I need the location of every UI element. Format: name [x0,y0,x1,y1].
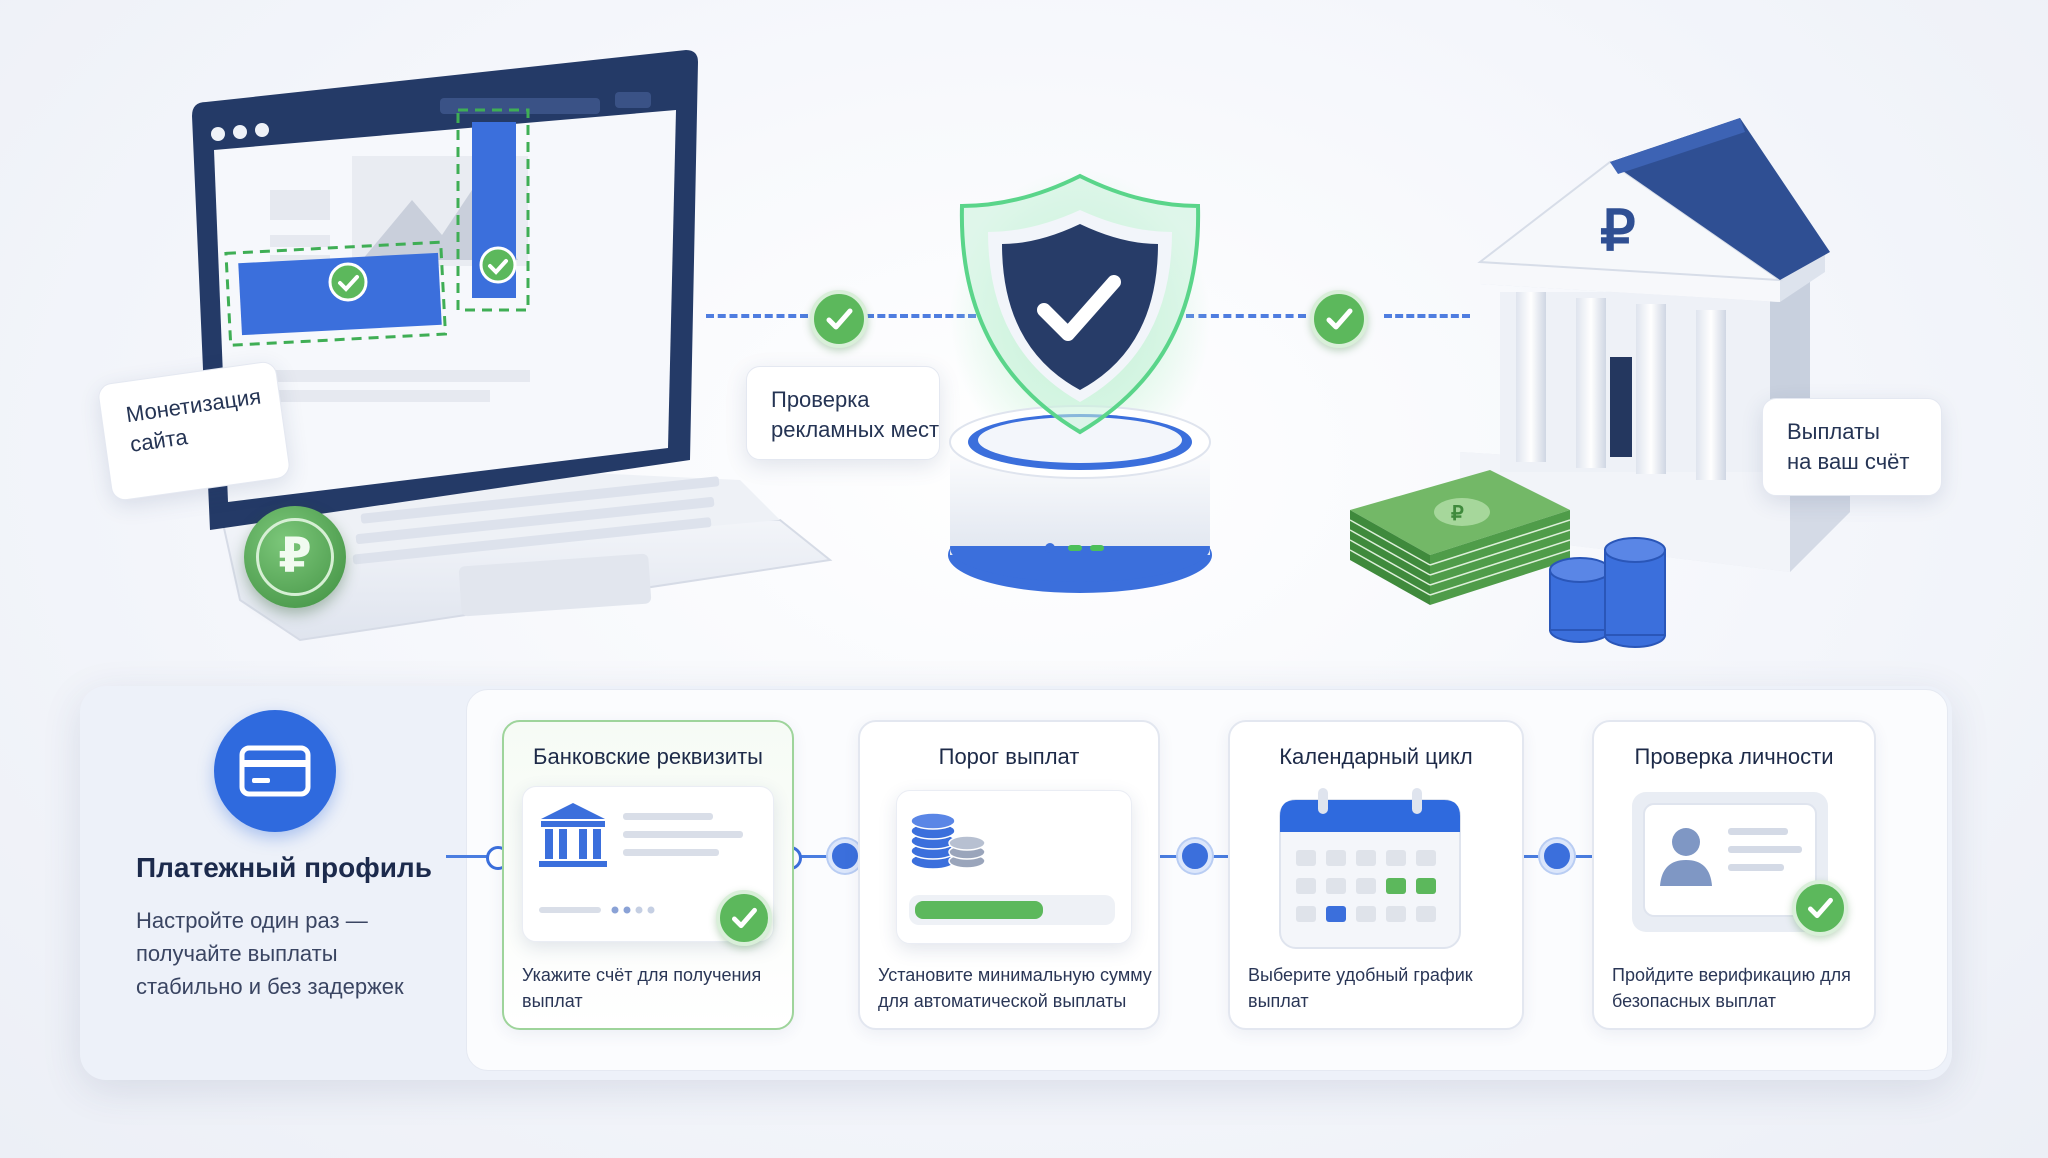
check-icon [1792,880,1848,936]
step-node [1178,839,1212,873]
flow-connector [1186,314,1306,318]
check-icon [810,290,868,348]
step-description-line: Установите минимальную сумму [878,965,1152,985]
step-description-line: для автоматической выплаты [878,991,1127,1011]
step-payout-threshold[interactable]: Порог выплат Установите минимальную сумм… [858,720,1160,1030]
profile-description-line: получайте выплаты [136,941,338,966]
step-description-line: выплат [1248,991,1309,1011]
step-title: Банковские реквизиты [533,744,763,769]
step-identity-verification[interactable]: Проверка личности Пройдите верификацию д… [1592,720,1876,1030]
step-description: Пройдите верификацию для безопасных выпл… [1612,962,1860,1014]
step-title: Календарный цикл [1279,744,1473,769]
svg-text:₽: ₽ [1451,503,1464,525]
laptop-illustration [192,50,833,642]
payout-label-line: Выплаты [1787,419,1880,444]
step-bank-details[interactable]: Банковские реквизиты Укажите счёт для по… [502,720,794,1030]
step-description-line: безопасных выплат [1612,991,1777,1011]
money-stack-icon: ₽ [1349,470,1570,605]
step-description: Укажите счёт для получения выплат [522,962,778,1014]
payout-label-line: на ваш счёт [1787,449,1910,474]
flow-connector [706,314,808,318]
profile-title: Платежный профиль [136,852,432,883]
coin-stack-icon [1549,537,1666,648]
step-connector [446,855,504,858]
check-icon [1310,290,1368,348]
flow-connector [866,314,976,318]
credit-card-icon [214,710,336,832]
payout-threshold-preview [896,790,1132,944]
bank-currency-symbol: ₽ [1600,199,1636,262]
step-node [1540,839,1574,873]
step-title: Порог выплат [938,744,1080,769]
step-description: Установите минимальную сумму для автомат… [878,962,1152,1014]
payout-label: Выплаты на ваш счёт [1762,398,1942,496]
profile-description: Настройте один раз — получайте выплаты с… [136,904,404,1003]
check-icon [716,890,772,946]
verification-label-line: Проверка [771,387,870,412]
step-description-line: выплат [522,991,583,1011]
step-calendar-cycle[interactable]: Календарный цикл Выберите удобный график… [1228,720,1524,1030]
coins-icon [909,812,1115,925]
step-description-line: Укажите счёт для получения [522,965,762,985]
ruble-coin-icon: ₽ [244,506,346,608]
verification-label: Проверка рекламных мест [746,366,940,460]
calendar-icon [1279,788,1461,949]
step-description-line: Выберите удобный график [1248,965,1473,985]
profile-description-line: стабильно и без задержек [136,974,404,999]
step-title: Проверка личности [1634,744,1834,769]
id-card-icon [1632,792,1828,932]
bank-icon [539,803,743,914]
coin-currency-symbol: ₽ [256,518,334,596]
step-description-line: Пройдите верификацию для [1612,965,1851,985]
profile-description-line: Настройте один раз — [136,908,368,933]
verification-label-line: рекламных мест [771,417,940,442]
monetization-label: Монетизация сайта [96,360,292,502]
step-description: Выберите удобный график выплат [1248,962,1508,1014]
security-shield-illustration [948,170,1212,593]
flow-connector [1384,314,1470,318]
step-node [828,839,862,873]
